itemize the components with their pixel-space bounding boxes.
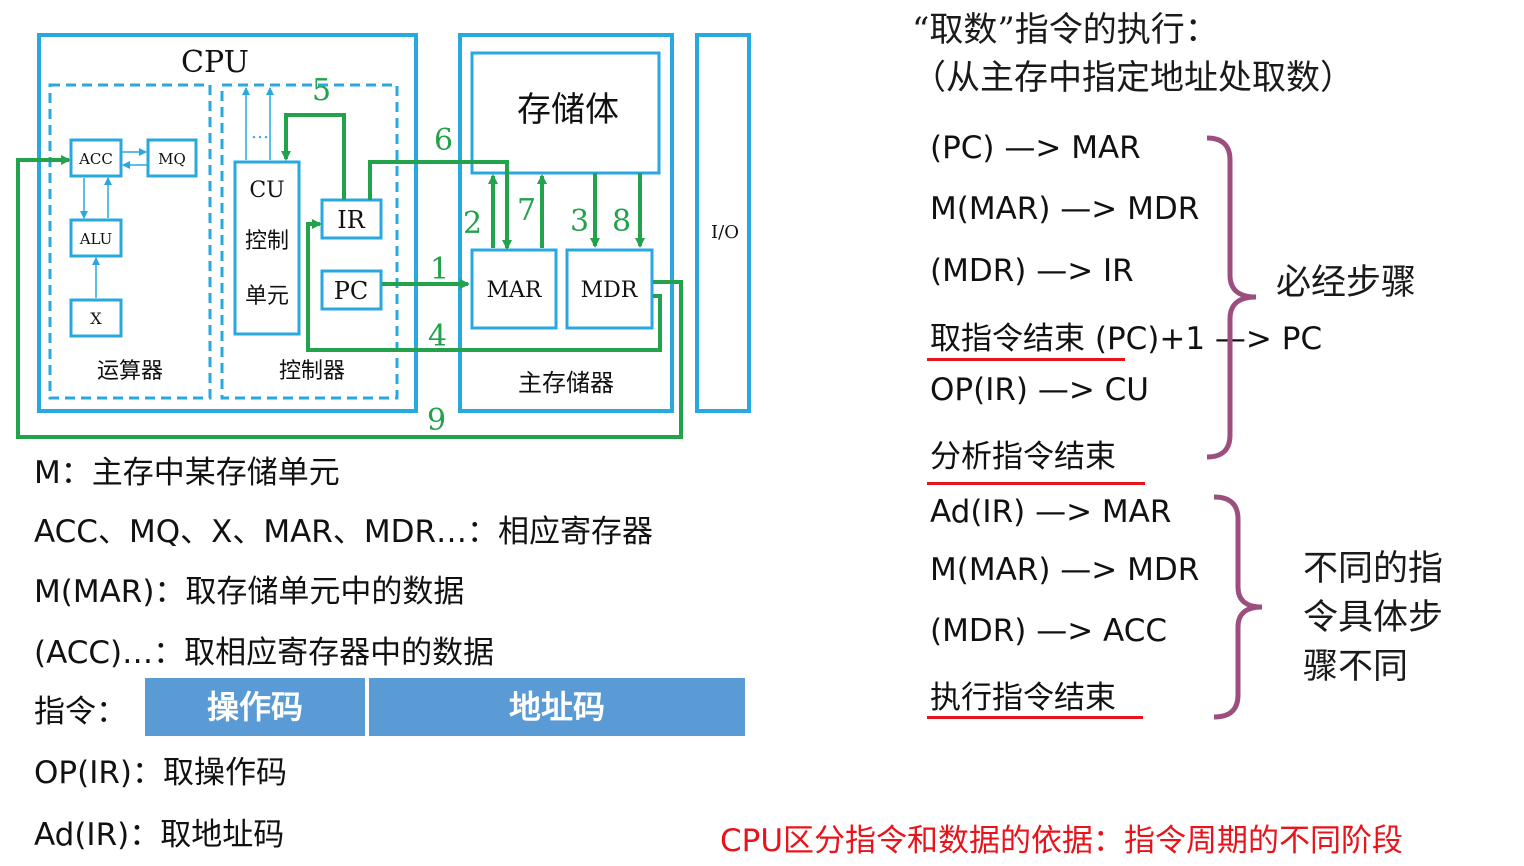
braces [1206,135,1263,720]
cu-sub1-label: 控制 [245,229,289,254]
mar-register [470,248,558,330]
cu-block [233,160,301,336]
title-line-1: “取数”指令的执行： [912,10,1219,50]
ir-register [320,198,383,240]
brace-label-varies-3: 骤不同 [1303,647,1409,687]
data-flow-paths [16,113,683,439]
path-9-mdr-to-acc [16,155,683,439]
step-decode-end: 分析指令结束 [930,439,1116,475]
pc-label: PC [334,277,369,305]
path-5-ir-to-cu [281,113,346,200]
legend-m: M：主存中某存储单元 [34,455,340,491]
mdr-label: MDR [581,278,639,303]
x-register [69,298,123,338]
title-line-2: （从主存中指定地址处取数） [912,58,1354,98]
address-field: 地址码 [369,678,745,736]
step-exec-1: Ad(IR) —> MAR [930,494,1172,530]
cpu-memory-diagram: 1 2 3 4 5 6 7 8 9 CPU ACC MQ ALU X 运算器 …… [16,33,751,439]
cpu-box [37,33,418,413]
io-label: I/O [711,222,739,243]
underline-exec-end [927,716,1143,719]
opcode-field: 操作码 [145,678,365,736]
path-6-ir-to-mar [368,160,512,250]
legend-op-ir: OP(IR)：取操作码 [34,755,287,791]
step-number-7: 7 [517,193,536,228]
alu-label: ALU [79,230,113,248]
underline-decode-end [927,482,1145,485]
step-number-6: 6 [434,123,453,158]
step-number-2: 2 [463,206,482,241]
footnote: CPU区分指令和数据的依据：指令周期的不同阶段 [720,823,1404,859]
cu-sub2-label: 单元 [245,284,289,309]
main-memory-box [458,33,674,413]
step-number-5: 5 [312,73,331,108]
cu-label: CU [249,178,284,203]
x-label: X [90,309,102,328]
ir-label: IR [337,206,365,234]
storage-body-label: 存储体 [517,90,619,130]
acc-label: ACC [78,150,113,168]
pc-register [320,269,383,311]
legend-ad-ir: Ad(IR)：取地址码 [34,817,285,853]
mq-label: MQ [158,150,186,168]
step-exec-3: (MDR) —> ACC [930,613,1167,649]
brace-label-varies-1: 不同的指 [1303,549,1444,589]
step-fetch-2: M(MAR) —> MDR [930,191,1200,227]
step-decode-1: OP(IR) —> CU [930,372,1149,408]
brace-required-steps [1206,135,1257,460]
legend-acc: (ACC)…：取相应寄存器中的数据 [34,635,495,671]
cpu-label: CPU [181,45,249,80]
alu-block [69,218,123,258]
step-fetch-1: (PC) —> MAR [930,130,1141,166]
brace-label-varies-2: 令具体步 [1303,598,1444,638]
step-fetch-end: 取指令结束 (PC)+1 —> PC [930,321,1323,357]
mq-register [146,138,198,178]
underline-fetch-end [927,358,1125,361]
path-4-mdr-to-ir [306,219,662,352]
step-number-1: 1 [430,252,449,287]
control-unit-label: 控制器 [279,359,345,384]
step-fetch-3: (MDR) —> IR [930,253,1134,289]
step-number-4: 4 [428,319,447,354]
alu-unit-label: 运算器 [97,359,163,384]
step-number-8: 8 [612,204,631,239]
step-exec-end: 执行指令结束 [930,680,1116,716]
alu-unit-box [48,83,212,400]
control-unit-box [220,83,399,400]
legend-instruction-label: 指令： [34,694,127,730]
internal-datapath-arrows [80,87,274,298]
mdr-register [565,248,654,330]
ellipsis-label: … [251,122,269,143]
legend-registers: ACC、MQ、X、MAR、MDR…：相应寄存器 [34,514,653,550]
main-memory-label: 主存储器 [518,369,614,397]
brace-label-required: 必经步骤 [1276,263,1417,303]
mar-label: MAR [487,278,543,303]
step-number-3: 3 [570,204,589,239]
brace-variable-steps [1213,494,1263,720]
io-box [695,33,751,413]
legend-m-mar: M(MAR)：取存储单元中的数据 [34,574,465,610]
step-exec-2: M(MAR) —> MDR [930,552,1200,588]
storage-body-block [470,51,661,175]
step-number-9: 9 [427,403,446,438]
acc-register [69,138,123,178]
